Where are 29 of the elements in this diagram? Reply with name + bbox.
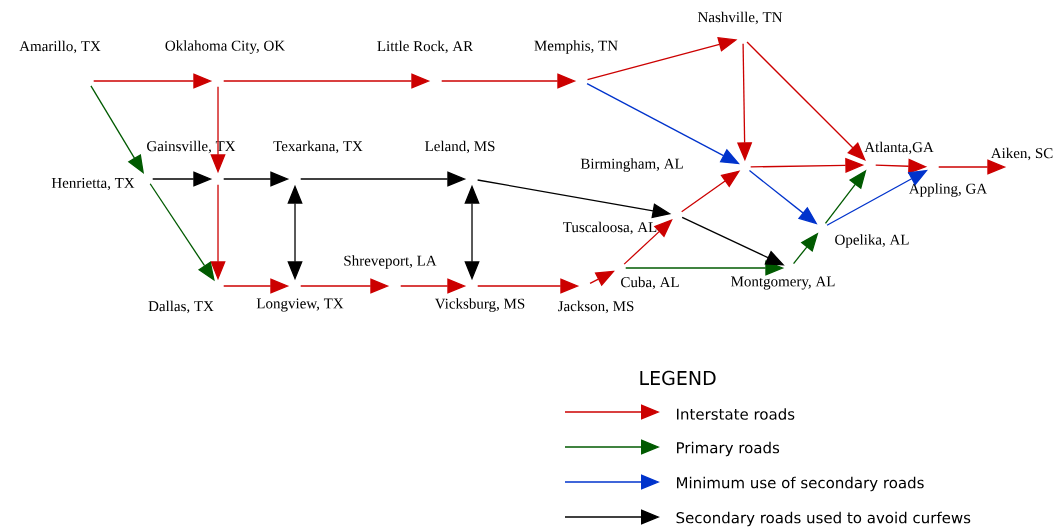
city-label: Little Rock, AR bbox=[377, 40, 474, 54]
legend-text: Primary roads bbox=[677, 441, 780, 457]
city-label: Aiken, SC bbox=[990, 147, 1053, 161]
city-label: Opelika, AL bbox=[835, 234, 909, 248]
city-label: Leland, MS bbox=[425, 140, 495, 154]
city-label: Oklahoma City, OK bbox=[165, 40, 285, 54]
city-label: Amarillo, TX bbox=[19, 40, 101, 54]
city-label: Tuscaloosa, AL bbox=[563, 221, 657, 235]
legend-text: Interstate roads bbox=[677, 408, 795, 420]
road-arrow bbox=[746, 41, 866, 161]
city-label: Jackson, MS bbox=[558, 300, 634, 314]
city-label: Atlanta,GA bbox=[864, 141, 934, 155]
legend-text: Minimum use of secondary roads bbox=[677, 476, 924, 492]
legend-text: Secondary roads used to avoid curfews bbox=[676, 511, 971, 527]
road-arrow bbox=[586, 83, 740, 165]
city-label: Appling, GA bbox=[909, 183, 988, 197]
city-label: Vicksburg, MS bbox=[434, 298, 525, 312]
road-arrow bbox=[826, 169, 928, 226]
city-label: Birmingham, AL bbox=[580, 158, 683, 172]
city-label: Shreveport, LA bbox=[344, 255, 437, 269]
legend-title: LEGEND bbox=[640, 370, 716, 386]
city-label: Henrietta, TX bbox=[51, 177, 135, 191]
city-label: Montgomery, AL bbox=[731, 276, 835, 290]
city-label: Longview, TX bbox=[256, 298, 344, 312]
city-label: Memphis, TN bbox=[534, 40, 618, 54]
city-label: Nashville, TN bbox=[697, 11, 783, 25]
city-label: Cuba, AL bbox=[621, 276, 679, 290]
city-label: Dallas, TX bbox=[148, 300, 214, 314]
city-label: Texarkana, TX bbox=[273, 140, 363, 154]
